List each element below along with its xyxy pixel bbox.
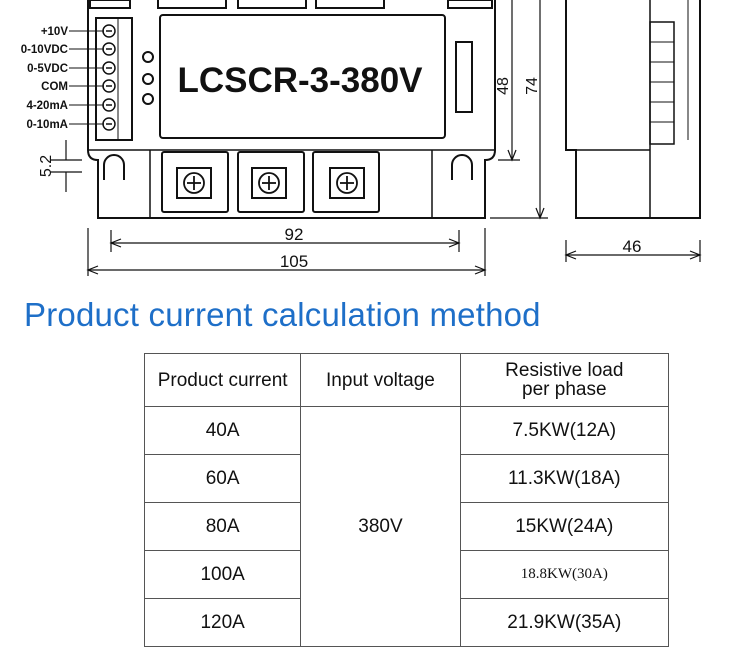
terminal-label: 4-20mA [26, 100, 68, 112]
terminal-label: 0-10mA [26, 119, 68, 131]
dim-depth: 46 [623, 237, 642, 256]
indicator-leds [142, 51, 154, 105]
header-resistive-load-line2: per phase [522, 379, 607, 400]
current-calculation-table: Product current Input voltage Resistive … [143, 353, 670, 647]
terminal-label: +10V [41, 26, 69, 38]
section-title: Product current calculation method [24, 296, 541, 333]
dim-height-inner: 48 [495, 77, 512, 95]
terminal-screw-icons [102, 24, 116, 131]
voltage-cell: 380V [300, 406, 461, 647]
header-product-current: Product current [143, 353, 302, 407]
load-cell: 18.8KW(30A) [459, 550, 670, 599]
dimension-drawing: +10V 0-10VDC 0-5VDC COM 4-20mA 0-10mA LC… [21, 0, 702, 276]
current-cell: 60A [143, 454, 302, 503]
table-row: 80A 15KW(24A) [143, 502, 670, 551]
current-cell: 40A [143, 406, 302, 455]
table-header-row: Product current Input voltage Resistive … [143, 353, 670, 407]
module-side-view [565, 0, 701, 219]
load-cell: 11.3KW(18A) [459, 454, 670, 503]
dim-height-outer: 74 [524, 77, 541, 95]
current-cell: 80A [143, 502, 302, 551]
terminal-label: 0-10VDC [21, 44, 68, 56]
load-cell: 15KW(24A) [459, 502, 670, 551]
dim-width-outer: 105 [280, 252, 308, 271]
terminal-label: 0-5VDC [27, 63, 68, 75]
model-label: LCSCR-3-380V [177, 61, 423, 100]
screw-icons [183, 172, 358, 194]
terminal-label: COM [41, 81, 68, 93]
dim-hole-offset: 5.2 [38, 155, 55, 177]
current-cell: 100A [143, 550, 302, 599]
header-resistive-load-line1: Resistive load [505, 360, 624, 381]
dim-width-inner: 92 [285, 225, 304, 244]
header-resistive-load: Resistive load per phase [459, 353, 670, 407]
module-front-view [87, 0, 496, 219]
load-cell: 7.5KW(12A) [459, 406, 670, 455]
table-row: 100A 18.8KW(30A) [143, 550, 670, 599]
table-row: 40A 380V 7.5KW(12A) [143, 406, 670, 647]
header-input-voltage: Input voltage [300, 353, 461, 407]
